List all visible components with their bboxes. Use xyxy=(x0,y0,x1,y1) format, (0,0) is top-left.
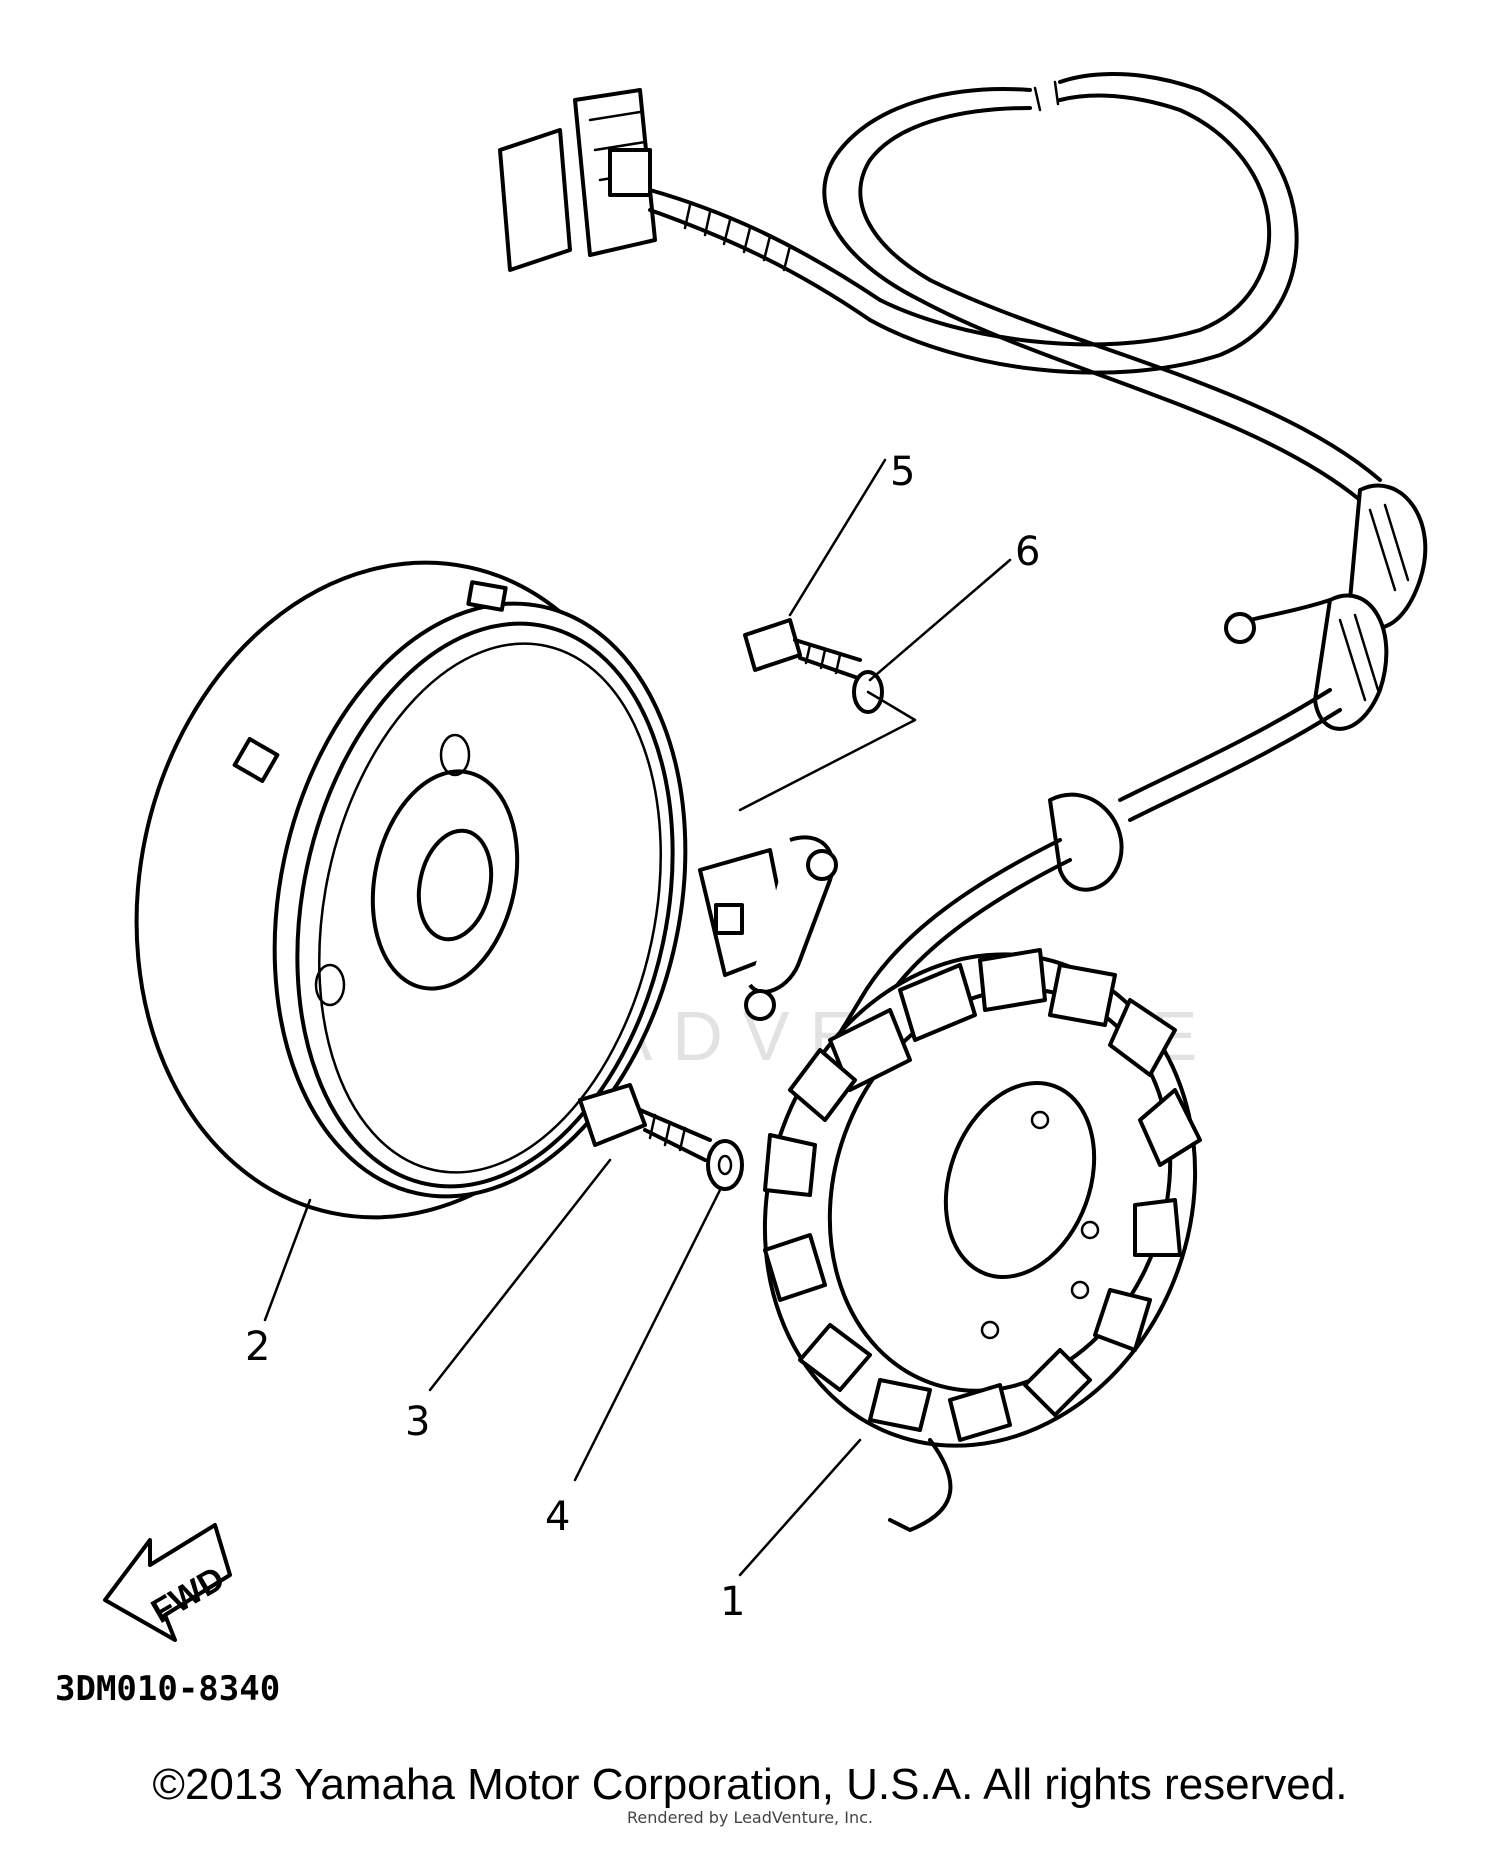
callout-6: 6 xyxy=(1015,529,1040,575)
forward-direction-arrow: FWD xyxy=(103,1523,232,1642)
assembly-guide-line xyxy=(738,690,917,812)
copyright-notice: ©2013 Yamaha Motor Corporation, U.S.A. A… xyxy=(152,1760,1348,1809)
washer-4 xyxy=(706,1139,744,1191)
rendered-by-credit: Rendered by LeadVenture, Inc. xyxy=(627,1808,873,1827)
bolt-3 xyxy=(578,1083,712,1162)
pickup-coil xyxy=(698,835,838,1021)
callout-3: 3 xyxy=(405,1399,430,1445)
callout-5: 5 xyxy=(890,449,915,495)
diagram-code: 3DM010-8340 xyxy=(55,1669,280,1709)
callout-1: 1 xyxy=(720,1579,745,1625)
leader-lines xyxy=(263,458,1012,1577)
callout-4: 4 xyxy=(545,1494,570,1540)
stator-assembly xyxy=(762,948,1202,1532)
bolt-5 xyxy=(743,618,862,680)
callout-2: 2 xyxy=(245,1324,270,1370)
rotor-flywheel xyxy=(134,560,688,1220)
